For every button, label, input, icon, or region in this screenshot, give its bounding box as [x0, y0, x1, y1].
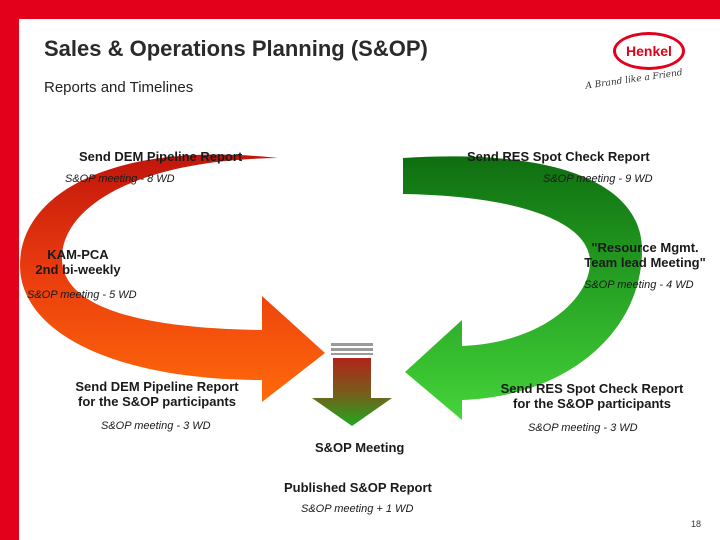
mid-left-label-line1: KAM-PCA	[47, 247, 109, 262]
center-down-arrow	[312, 343, 392, 426]
mid-right-label-line1: "Resource Mgmt.	[591, 240, 699, 255]
page-title: Sales & Operations Planning (S&OP)	[44, 36, 428, 61]
logo-text: Henkel	[626, 43, 672, 59]
mid-left-label-line2: 2nd bi-weekly	[35, 262, 121, 277]
page-number: 18	[691, 519, 702, 529]
top-right-step-label: Send RES Spot Check Report	[467, 149, 650, 164]
published-report-timing: S&OP meeting + 1 WD	[301, 503, 414, 515]
mid-left-step-timing: S&OP meeting - 5 WD	[27, 289, 137, 301]
low-right-label-line1: Send RES Spot Check Report	[500, 381, 684, 396]
low-left-label-line1: Send DEM Pipeline Report	[75, 379, 239, 394]
low-right-step-label: Send RES Spot Check Report for the S&OP …	[487, 381, 697, 411]
top-left-step-label: Send DEM Pipeline Report	[79, 149, 243, 164]
low-right-label-line2: for the S&OP participants	[513, 396, 671, 411]
mid-right-step-label: "Resource Mgmt. Team lead Meeting"	[575, 240, 715, 270]
low-left-label-line2: for the S&OP participants	[78, 394, 236, 409]
mid-right-step-timing: S&OP meeting - 4 WD	[584, 279, 694, 291]
meeting-label: S&OP Meeting	[315, 440, 405, 455]
page-subtitle: Reports and Timelines	[44, 79, 194, 96]
henkel-logo: Henkel	[613, 32, 685, 70]
left-red-bar	[0, 0, 19, 540]
mid-left-step-label: KAM-PCA 2nd bi-weekly	[28, 247, 128, 277]
published-report-label: Published S&OP Report	[284, 480, 432, 495]
top-red-bar	[0, 0, 720, 19]
top-left-step-timing: S&OP meeting - 8 WD	[65, 173, 175, 185]
left-cycle-arrow	[20, 154, 325, 402]
low-left-step-timing: S&OP meeting - 3 WD	[101, 420, 211, 432]
mid-right-label-line2: Team lead Meeting"	[584, 255, 706, 270]
right-cycle-arrow	[403, 156, 642, 420]
top-right-step-timing: S&OP meeting - 9 WD	[543, 173, 653, 185]
low-left-step-label: Send DEM Pipeline Report for the S&OP pa…	[57, 379, 257, 409]
low-right-step-timing: S&OP meeting - 3 WD	[528, 422, 638, 434]
